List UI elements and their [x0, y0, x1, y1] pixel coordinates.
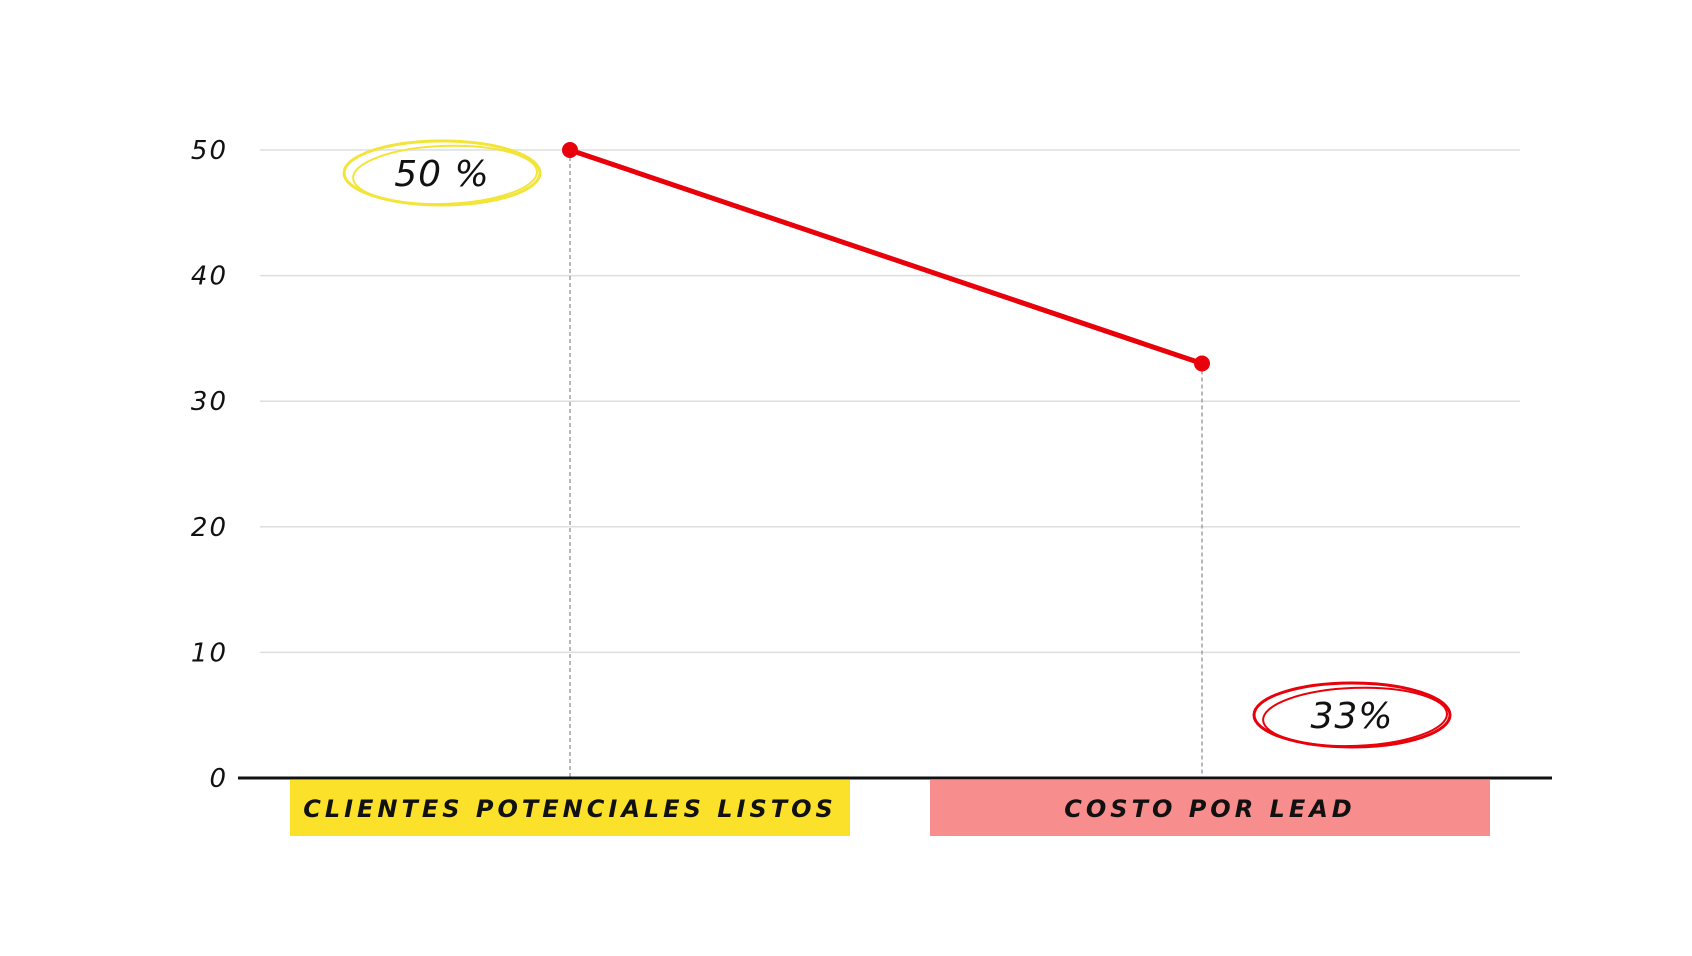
- annotation-ring-0: [342, 139, 542, 207]
- annotation-ring-1: [1252, 681, 1452, 749]
- y-tick-label-30: 30: [191, 387, 228, 417]
- series-line: [569, 147, 1203, 366]
- y-tick-label-10: 10: [191, 638, 228, 668]
- category-box-1: [930, 780, 1490, 836]
- category-label-1: COSTO POR LEAD: [1064, 795, 1355, 823]
- category-labels: CLIENTES POTENCIALES LISTOS COSTO POR LEA…: [290, 780, 1490, 836]
- grid-lines: [260, 149, 1520, 654]
- category-box-0: [290, 780, 850, 836]
- data-point-1: [1194, 355, 1210, 372]
- annotation-ring-inner-0: [352, 144, 539, 206]
- point-guides: [569, 150, 1203, 778]
- category-label-0: CLIENTES POTENCIALES LISTOS: [303, 795, 837, 823]
- y-tick-label-20: 20: [191, 513, 228, 543]
- y-tick-label-50: 50: [191, 136, 228, 166]
- annotation-label-0: 50 %: [394, 154, 489, 195]
- annotation-label-1: 33%: [1310, 696, 1393, 737]
- y-tick-label-40: 40: [191, 262, 228, 292]
- y-axis-ticks: 0 10 20 30 40 50: [191, 136, 228, 794]
- data-point-0: [562, 142, 578, 158]
- series-line-layer: [562, 142, 1210, 372]
- y-tick-label-0: 0: [209, 764, 228, 794]
- percent-annotations: 50 % 33%: [342, 139, 1452, 749]
- annotation-ring-inner-1: [1262, 686, 1449, 748]
